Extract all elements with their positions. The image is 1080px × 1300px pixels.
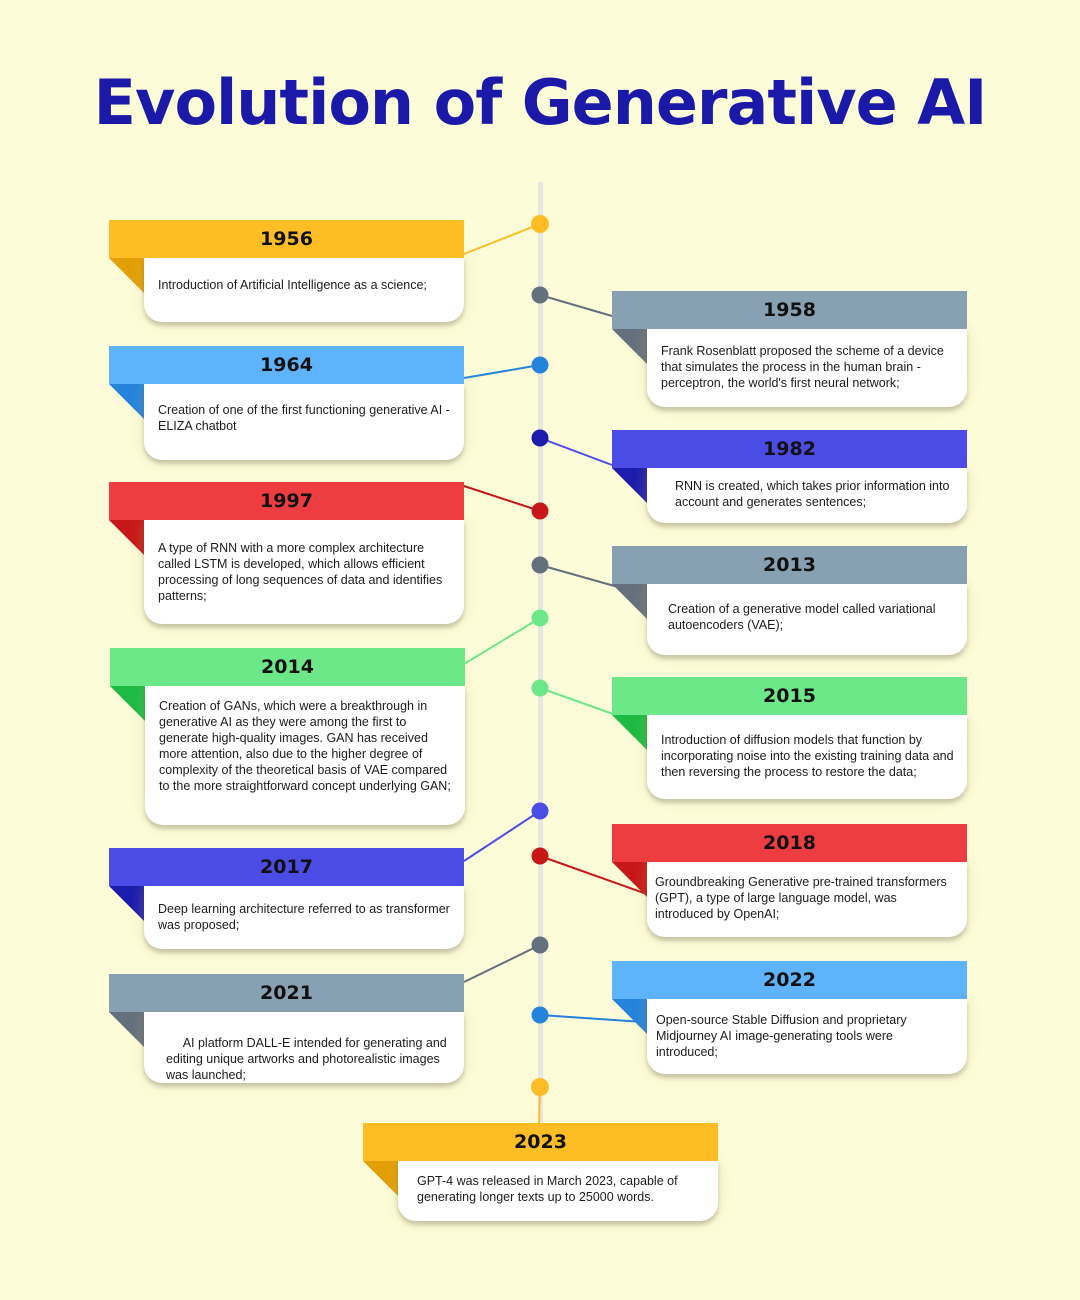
event-description: AI platform DALL-E intended for generati…	[166, 1036, 451, 1082]
event-description-box: AI platform DALL-E intended for generati…	[144, 1012, 464, 1083]
event-year: 2021	[260, 982, 313, 1004]
ribbon-fold	[612, 468, 647, 503]
ribbon-fold	[612, 329, 647, 364]
ribbon-fold	[612, 862, 647, 897]
ribbon-fold	[612, 584, 647, 619]
year-banner: 2015	[612, 677, 967, 715]
ribbon-fold	[110, 686, 145, 721]
year-banner: 1982	[612, 430, 967, 468]
year-banner: 2017	[109, 848, 464, 886]
year-banner: 1958	[612, 291, 967, 329]
event-year: 1997	[260, 490, 313, 512]
event-description: Deep learning architecture referred to a…	[158, 902, 450, 932]
event-description-box: Frank Rosenblatt proposed the scheme of …	[647, 329, 967, 407]
ribbon-fold	[109, 1012, 144, 1047]
event-description: Creation of one of the first functioning…	[158, 403, 450, 433]
event-year: 2013	[763, 554, 816, 576]
ribbon-fold	[109, 886, 144, 921]
year-banner: 2021	[109, 974, 464, 1012]
ribbon-fold	[109, 384, 144, 419]
event-year: 2015	[763, 685, 816, 707]
event-year: 2017	[260, 856, 313, 878]
event-description-box: Introduction of diffusion models that fu…	[647, 715, 967, 799]
event-description: Introduction of diffusion models that fu…	[661, 733, 954, 779]
event-year: 1982	[763, 438, 816, 460]
event-description: A type of RNN with a more complex archit…	[158, 541, 443, 603]
year-banner: 2013	[612, 546, 967, 584]
year-banner: 1964	[109, 346, 464, 384]
event-description: Creation of GANs, which were a breakthro…	[159, 699, 451, 793]
timeline-axis	[538, 182, 543, 1122]
event-description: Introduction of Artificial Intelligence …	[158, 278, 427, 292]
event-description: RNN is created, which takes prior inform…	[675, 479, 950, 509]
year-banner: 2014	[110, 648, 465, 686]
event-description-box: Creation of one of the first functioning…	[144, 384, 464, 460]
ribbon-fold	[363, 1161, 398, 1196]
event-description-box: A type of RNN with a more complex archit…	[144, 520, 464, 624]
event-year: 1956	[260, 228, 313, 250]
event-description: Frank Rosenblatt proposed the scheme of …	[661, 344, 944, 390]
event-year: 1958	[763, 299, 816, 321]
event-description-box: GPT-4 was released in March 2023, capabl…	[398, 1161, 718, 1221]
year-banner: 2022	[612, 961, 967, 999]
event-description-box: Open-source Stable Diffusion and proprie…	[647, 999, 967, 1074]
ribbon-fold	[612, 715, 647, 750]
year-banner: 2023	[363, 1123, 718, 1161]
event-description-box: Deep learning architecture referred to a…	[144, 886, 464, 949]
event-description: Open-source Stable Diffusion and proprie…	[656, 1013, 907, 1059]
event-description-box: Creation of a generative model called va…	[647, 584, 967, 655]
event-year: 2023	[514, 1131, 567, 1153]
event-description-box: Creation of GANs, which were a breakthro…	[145, 686, 465, 825]
event-description-box: Groundbreaking Generative pre-trained tr…	[647, 862, 967, 937]
year-banner: 1997	[109, 482, 464, 520]
event-description: GPT-4 was released in March 2023, capabl…	[417, 1174, 678, 1204]
ribbon-fold	[109, 520, 144, 555]
event-year: 1964	[260, 354, 313, 376]
year-banner: 2018	[612, 824, 967, 862]
event-description-box: Introduction of Artificial Intelligence …	[144, 258, 464, 322]
page-title: Evolution of Generative AI	[93, 66, 988, 139]
event-description: Groundbreaking Generative pre-trained tr…	[655, 875, 947, 921]
event-year: 2022	[763, 969, 816, 991]
ribbon-fold	[612, 999, 647, 1034]
event-year: 2018	[763, 832, 816, 854]
ribbon-fold	[109, 258, 144, 293]
event-description: Creation of a generative model called va…	[668, 602, 936, 632]
event-year: 2014	[261, 656, 314, 678]
event-description-box: RNN is created, which takes prior inform…	[647, 468, 967, 523]
year-banner: 1956	[109, 220, 464, 258]
